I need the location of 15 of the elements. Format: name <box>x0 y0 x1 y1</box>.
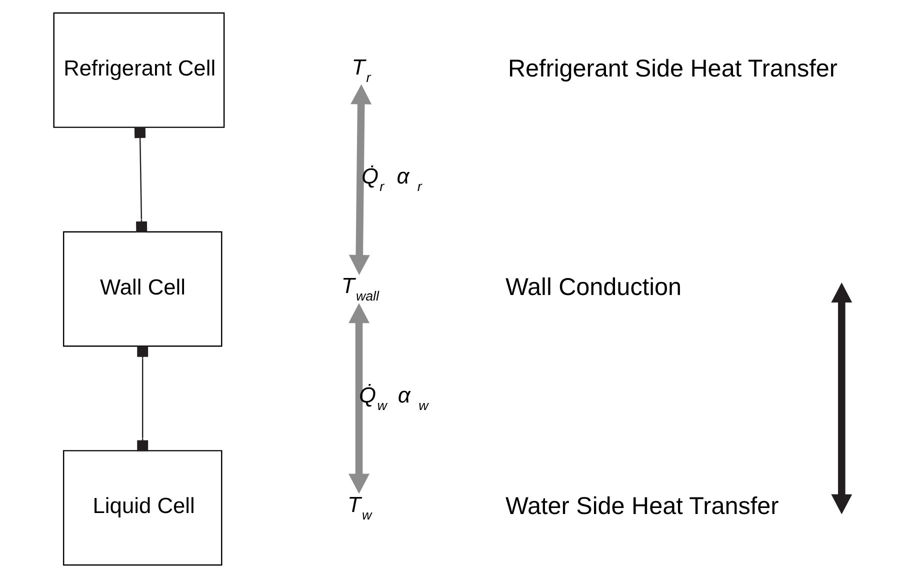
arrow <box>348 303 370 494</box>
label: Water Side Heat Transfer <box>506 492 779 520</box>
label: Wall Conduction <box>506 274 682 302</box>
node-box: Refrigerant Cell <box>53 12 225 128</box>
arrow <box>348 84 372 275</box>
connector <box>134 126 148 232</box>
node-text: T$_{wall}$ <box>341 273 379 304</box>
node-text: T$_{r}$ <box>352 54 371 85</box>
edge-label: Q̇$_{r}$ α$_{r}$ <box>361 164 422 194</box>
label: Refrigerant Side Heat Transfer <box>508 55 838 82</box>
node-text: T$_{w}$ <box>347 492 372 522</box>
edge-label: Q̇$_{w}$ α$_{w}$ <box>359 382 428 414</box>
node-box: Wall Cell <box>62 231 222 347</box>
connector <box>137 346 148 452</box>
node-box: Liquid Cell <box>62 450 222 566</box>
